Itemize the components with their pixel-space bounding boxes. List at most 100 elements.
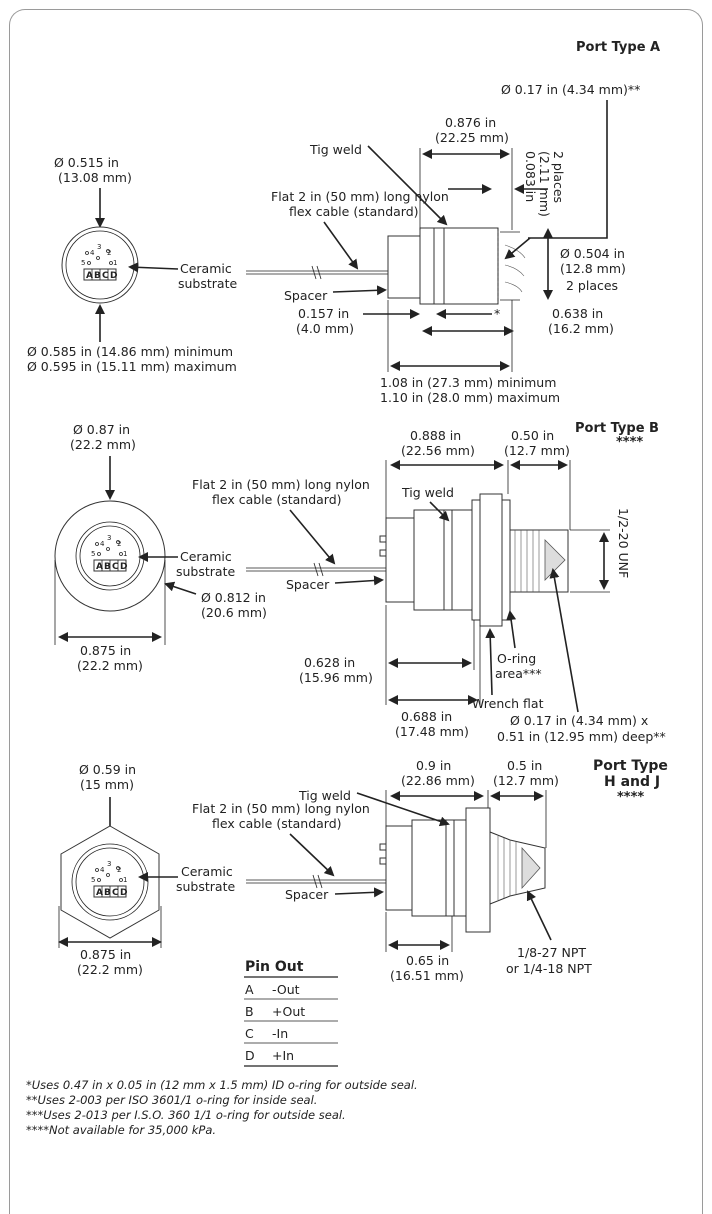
port-a-body bbox=[387, 235, 421, 299]
port-a-flex-cable-label: Flat 2 in (50 mm) long nylon bbox=[271, 189, 449, 204]
svg-text:H and J: H and J bbox=[604, 774, 660, 790]
svg-text:0.51 in (12.95 mm) deep**: 0.51 in (12.95 mm) deep** bbox=[497, 729, 666, 744]
pinout-signal: -Out bbox=[272, 982, 300, 997]
svg-text:(4.0 mm): (4.0 mm) bbox=[296, 321, 354, 336]
port-hj-hex-face bbox=[60, 825, 160, 939]
port-a-diameter-0504: Ø 0.504 in bbox=[560, 246, 625, 261]
footnote-3: ***Uses 2-013 per I.S.O. 360 1/1 o-ring … bbox=[26, 1108, 346, 1122]
svg-text:(16.51 mm): (16.51 mm) bbox=[390, 968, 464, 983]
port-hj-width-0875: 0.875 in bbox=[80, 947, 131, 962]
port-a-max-diameter: Ø 0.595 in (15.11 mm) maximum bbox=[27, 359, 237, 374]
port-b-bore-label: Ø 0.17 in (4.34 mm) x bbox=[510, 713, 648, 728]
svg-text:****: **** bbox=[617, 790, 644, 805]
port-b-face-outer bbox=[54, 500, 166, 612]
pinout-signal: -In bbox=[272, 1026, 288, 1041]
port-a-spacer-label: Spacer bbox=[284, 288, 328, 303]
svg-text:2 places: 2 places bbox=[566, 278, 618, 293]
port-a-face-outer bbox=[61, 226, 139, 304]
port-b-flex-cable-label: Flat 2 in (50 mm) long nylon bbox=[192, 477, 370, 492]
pinout-pin: B bbox=[245, 1004, 254, 1019]
svg-text:2 places: 2 places bbox=[551, 151, 566, 203]
svg-text:A: A bbox=[86, 271, 93, 281]
pinout-pin: A bbox=[245, 982, 254, 997]
pinout-title: Pin Out bbox=[245, 959, 304, 975]
svg-text:C: C bbox=[112, 888, 119, 898]
port-a-min-diameter: Ø 0.585 in (14.86 mm) minimum bbox=[27, 344, 233, 359]
svg-text:(22.2 mm): (22.2 mm) bbox=[70, 437, 136, 452]
port-a-face-diameter: Ø 0.515 in bbox=[54, 155, 119, 170]
port-b-ceramic-label: Ceramic bbox=[180, 549, 232, 564]
svg-text:B: B bbox=[104, 888, 111, 898]
svg-text:substrate: substrate bbox=[176, 564, 235, 579]
port-b-width-0875: 0.875 in bbox=[80, 643, 131, 658]
port-b-tig-weld-label: Tig weld bbox=[401, 485, 454, 500]
port-b-face: A B C D bbox=[90, 533, 128, 572]
port-hj-spacer-label: Spacer bbox=[285, 887, 329, 902]
port-hj-length-065: 0.65 in bbox=[406, 953, 449, 968]
svg-text:(22.2 mm): (22.2 mm) bbox=[77, 658, 143, 673]
port-a-length-0876: 0.876 in bbox=[445, 115, 496, 130]
port-a-length-0157: 0.157 in bbox=[298, 306, 349, 321]
pinout-signal: +Out bbox=[272, 1004, 305, 1019]
port-b-diameter-0812: Ø 0.812 in bbox=[201, 590, 266, 605]
svg-text:(15 mm): (15 mm) bbox=[80, 777, 134, 792]
port-b-thread-label: 1/2-20 UNF bbox=[616, 508, 631, 578]
pinout-pin: C bbox=[245, 1026, 254, 1041]
port-a-ceramic-label: Ceramic bbox=[180, 261, 232, 276]
svg-text:B: B bbox=[104, 562, 111, 572]
svg-text:(12.7 mm): (12.7 mm) bbox=[504, 443, 570, 458]
port-hj-length-09: 0.9 in bbox=[416, 758, 451, 773]
pinout-signal: +In bbox=[272, 1048, 294, 1063]
port-a-face: A B C D bbox=[80, 242, 118, 281]
svg-text:D: D bbox=[120, 562, 127, 572]
port-hj-length-05: 0.5 in bbox=[507, 758, 542, 773]
svg-text:D: D bbox=[110, 271, 117, 281]
svg-text:flex cable (standard): flex cable (standard) bbox=[289, 204, 419, 219]
svg-text:C: C bbox=[102, 271, 109, 281]
svg-text:(20.6 mm): (20.6 mm) bbox=[201, 605, 267, 620]
svg-text:flex cable (standard): flex cable (standard) bbox=[212, 816, 342, 831]
svg-text:substrate: substrate bbox=[176, 879, 235, 894]
svg-text:(15.96 mm): (15.96 mm) bbox=[299, 670, 373, 685]
svg-text:flex cable (standard): flex cable (standard) bbox=[212, 492, 342, 507]
port-a-overall-min: 1.08 in (27.3 mm) minimum bbox=[380, 375, 556, 390]
svg-text:C: C bbox=[112, 562, 119, 572]
port-a-length-0638: 0.638 in bbox=[552, 306, 603, 321]
svg-text:(22.86 mm): (22.86 mm) bbox=[401, 773, 475, 788]
port-b-length-050: 0.50 in bbox=[511, 428, 554, 443]
svg-text:(16.2 mm): (16.2 mm) bbox=[548, 321, 614, 336]
port-b-body bbox=[385, 517, 415, 603]
port-a-gap-0083: 0.083 in bbox=[523, 151, 538, 202]
svg-text:*: * bbox=[494, 306, 500, 321]
port-hj-face: A B C D bbox=[90, 859, 128, 898]
svg-text:A: A bbox=[96, 888, 103, 898]
port-b-wrench-flat-label: Wrench flat bbox=[472, 696, 544, 711]
port-hj-npt-label: 1/8-27 NPT bbox=[517, 945, 586, 960]
svg-text:(22.25 mm): (22.25 mm) bbox=[435, 130, 509, 145]
svg-text:(22.56 mm): (22.56 mm) bbox=[401, 443, 475, 458]
port-hj-flex-cable-label: Flat 2 in (50 mm) long nylon bbox=[192, 801, 370, 816]
port-hj-title: Port Type bbox=[593, 758, 668, 774]
port-b-length-0888: 0.888 in bbox=[410, 428, 461, 443]
svg-text:****: **** bbox=[616, 435, 643, 450]
footnote-4: ****Not available for 35,000 kPa. bbox=[26, 1123, 216, 1137]
pinout-table: Pin Out A -Out B +Out C -In D +In bbox=[244, 959, 338, 1067]
port-b-length-0688: 0.688 in bbox=[401, 709, 452, 724]
footnote-1: *Uses 0.47 in x 0.05 in (12 mm x 1.5 mm)… bbox=[26, 1078, 418, 1092]
svg-text:(13.08 mm): (13.08 mm) bbox=[58, 170, 132, 185]
port-a-title: Port Type A bbox=[576, 40, 660, 55]
port-hj-diameter-059: Ø 0.59 in bbox=[79, 762, 136, 777]
port-b-length-0628: 0.628 in bbox=[304, 655, 355, 670]
drawing-frame bbox=[9, 9, 703, 1214]
port-a-bore-diameter: Ø 0.17 in (4.34 mm)** bbox=[501, 82, 640, 97]
port-b-oring-label: O-ring bbox=[497, 651, 536, 666]
footnote-2: **Uses 2-003 per ISO 3601/1 o-ring for i… bbox=[26, 1093, 317, 1107]
svg-text:substrate: substrate bbox=[178, 276, 237, 291]
pinout-pin: D bbox=[245, 1048, 255, 1063]
svg-text:(22.2 mm): (22.2 mm) bbox=[77, 962, 143, 977]
port-b-title: Port Type B bbox=[575, 421, 659, 436]
port-hj-tig-weld-label: Tig weld bbox=[298, 788, 351, 803]
svg-text:area***: area*** bbox=[495, 666, 542, 681]
svg-text:(2.11 mm): (2.11 mm) bbox=[537, 151, 552, 217]
